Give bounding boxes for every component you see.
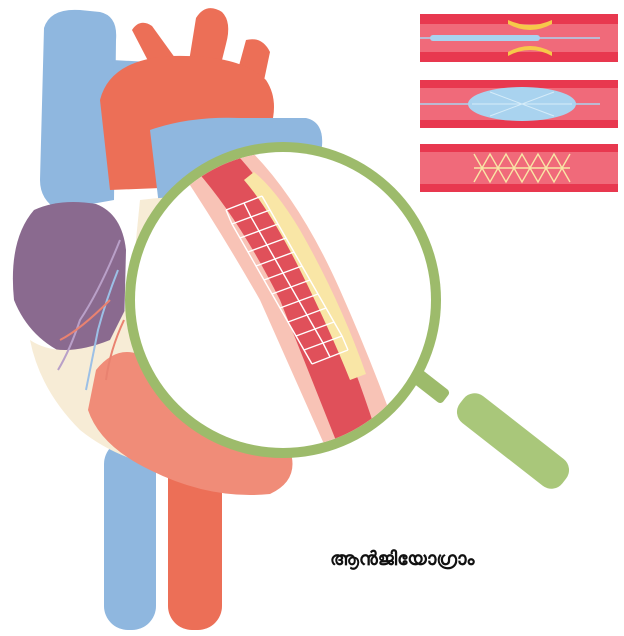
stent-steps <box>420 14 618 192</box>
handle <box>451 388 574 495</box>
stent-step-2 <box>420 80 618 128</box>
angiogram-caption: ആൻജിയോഗ്രാം <box>330 548 475 570</box>
stent-step-3 <box>420 144 618 192</box>
stent-step-1 <box>420 14 618 62</box>
atrium <box>13 202 126 356</box>
